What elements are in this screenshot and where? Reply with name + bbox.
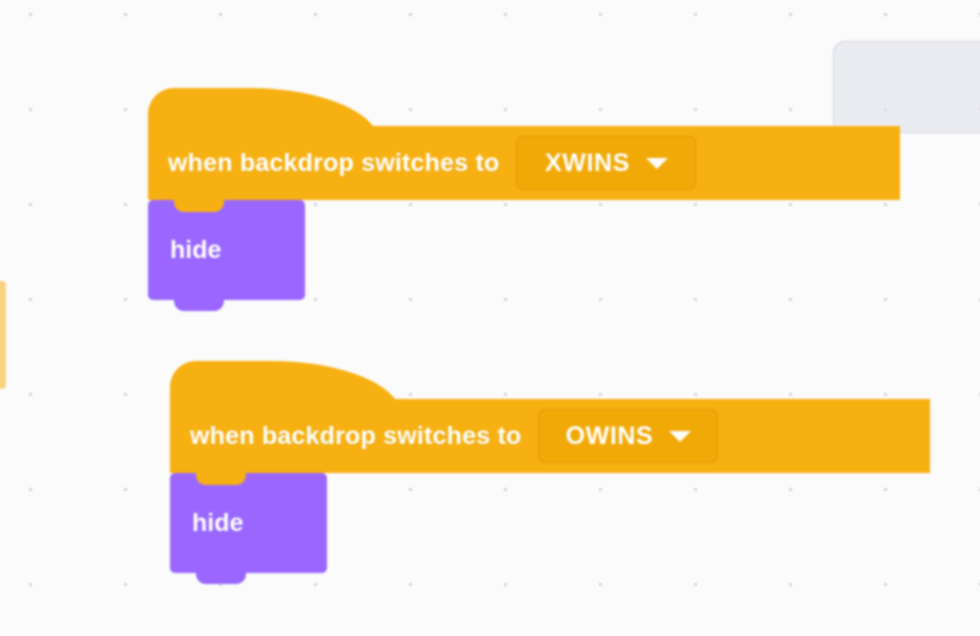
stack-top-notch (174, 199, 224, 212)
chevron-down-icon (669, 430, 692, 442)
script-stack-owins[interactable]: when backdrop switches to OWINS hide (170, 361, 930, 584)
when-backdrop-switches-to-block-1[interactable]: when backdrop switches to XWINS (148, 88, 900, 210)
block-label: hide (192, 508, 244, 537)
script-stack-xwins[interactable]: when backdrop switches to XWINS hide (148, 88, 900, 311)
stack-bottom-connector (196, 570, 246, 584)
block-label: when backdrop switches to (190, 421, 522, 450)
stack-top-notch (196, 472, 246, 485)
dropdown-value: OWINS (565, 421, 654, 450)
hide-block-2[interactable]: hide (170, 472, 327, 584)
hat-block-body: when backdrop switches to OWINS (170, 399, 930, 473)
stack-bottom-connector (174, 297, 224, 311)
backdrop-dropdown-xwins[interactable]: XWINS (516, 136, 697, 190)
hide-block-1[interactable]: hide (148, 199, 305, 311)
block-label: when backdrop switches to (168, 148, 500, 177)
dropdown-value: XWINS (544, 148, 630, 177)
chevron-down-icon (645, 157, 668, 169)
hat-block-body: when backdrop switches to XWINS (148, 126, 900, 200)
when-backdrop-switches-to-block-2[interactable]: when backdrop switches to OWINS (170, 361, 930, 483)
stage-overlay-panel (833, 41, 980, 133)
backdrop-dropdown-owins[interactable]: OWINS (538, 409, 719, 463)
offscreen-block-sliver[interactable] (0, 281, 6, 389)
block-label: hide (170, 235, 222, 264)
